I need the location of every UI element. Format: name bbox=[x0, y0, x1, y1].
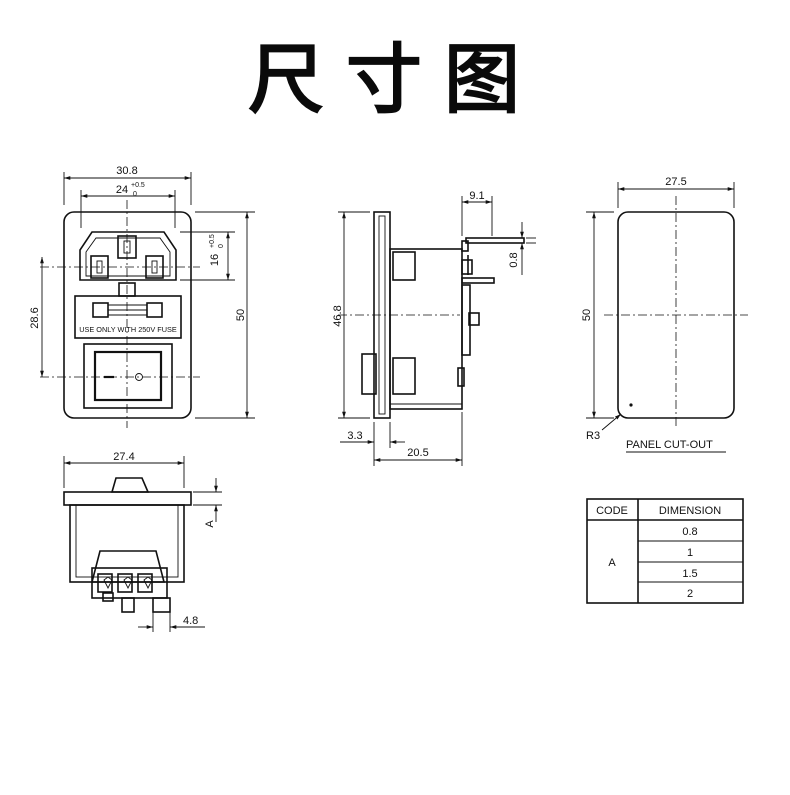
table-cell-value: 1 bbox=[687, 547, 693, 559]
fuse-holder bbox=[74, 295, 182, 339]
dim-flange: 3.3 bbox=[347, 430, 362, 442]
dim-inlet-height: 16 bbox=[209, 254, 221, 266]
table-header-dimension: DIMENSION bbox=[659, 505, 721, 517]
dim-inlet-height-tol-lower: 0 bbox=[218, 244, 225, 248]
dim-inlet-width-tol-upper: +0.5 bbox=[131, 182, 145, 189]
dim-switch-width: 27.4 bbox=[113, 451, 134, 463]
fuse-label: USE ONLY WITH 250V FUSE bbox=[79, 325, 177, 334]
table-cell-value: 2 bbox=[687, 588, 693, 600]
table-cell-value: 0.8 bbox=[682, 526, 697, 538]
dim-side-height: 46.8 bbox=[332, 305, 344, 326]
dim-inlet-height-tol-upper: +0.5 bbox=[209, 234, 216, 248]
dim-terminal: 4.8 bbox=[183, 615, 198, 627]
switch-rocker-top bbox=[110, 477, 150, 493]
front-outline bbox=[63, 211, 192, 419]
switch-rocker bbox=[93, 350, 163, 402]
cutout-label: PANEL CUT-OUT bbox=[626, 439, 713, 451]
dim-front-height: 50 bbox=[235, 309, 247, 321]
dim-tab-length: 9.1 bbox=[469, 190, 484, 202]
table-cell-code: A bbox=[608, 557, 616, 569]
dim-side-depth: 20.5 bbox=[407, 447, 428, 459]
terminal-tab bbox=[465, 237, 525, 244]
code-table: CODE DIMENSION A 0.8 1 1.5 2 bbox=[586, 498, 744, 604]
side-view: 46.8 9.1 0.8 3.3 20.5 bbox=[332, 190, 536, 466]
dim-tab-thickness: 0.8 bbox=[508, 252, 520, 267]
dim-cutout-radius: R3 bbox=[586, 430, 600, 442]
dim-cutout-width: 27.5 bbox=[665, 176, 686, 188]
dim-pitch: 28.6 bbox=[29, 307, 41, 328]
switch-bezel bbox=[83, 343, 173, 409]
side-body bbox=[389, 248, 463, 410]
dim-cutout-height: 50 bbox=[581, 309, 593, 321]
table-cell-value: 1.5 bbox=[682, 568, 697, 580]
dim-inlet-width: 24 bbox=[116, 184, 128, 196]
switch-flange bbox=[63, 491, 192, 506]
panel-cutout-view: 27.5 50 R3 PANEL CUT-OUT bbox=[581, 176, 748, 453]
dim-front-width: 30.8 bbox=[116, 165, 137, 177]
dim-inlet-width-tol-lower: 0 bbox=[133, 191, 137, 198]
switch-view: 27.4 A 4.8 bbox=[63, 451, 222, 632]
dim-a-label: A bbox=[204, 520, 216, 528]
table-header-code: CODE bbox=[596, 505, 628, 517]
front-view: USE ONLY WITH 250V FUSE 30.8 24 +0.5 0 bbox=[29, 165, 255, 428]
inlet-outline bbox=[79, 231, 177, 281]
page-title: 尺寸图 bbox=[248, 35, 542, 124]
